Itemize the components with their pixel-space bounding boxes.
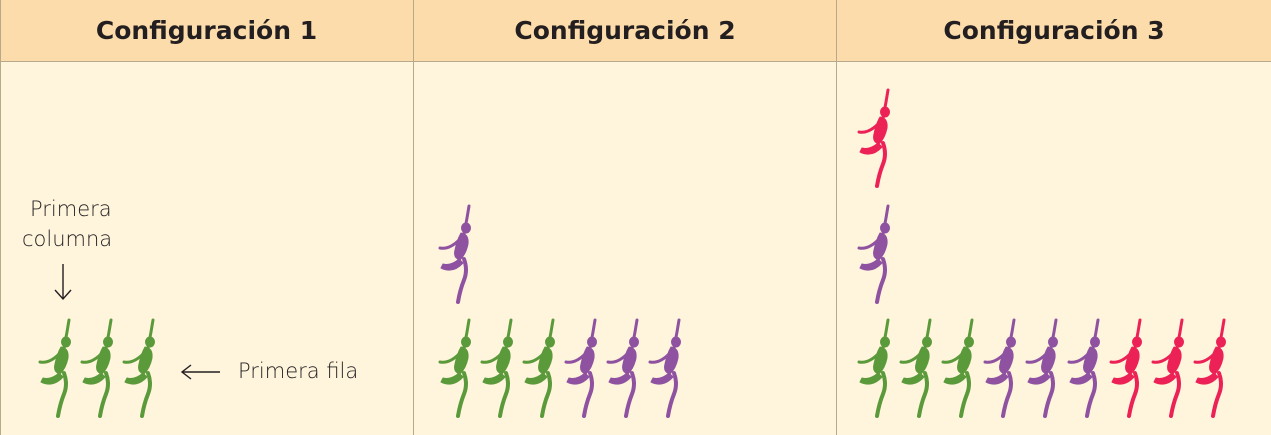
dancer-icon bbox=[857, 88, 890, 188]
dancer-icon bbox=[122, 318, 155, 418]
first-column-label-line2: columna bbox=[22, 227, 113, 251]
header-configuracion-2: Configuración 2 bbox=[414, 0, 836, 62]
cell-configuracion-1 bbox=[0, 62, 413, 435]
dancer-icon bbox=[857, 204, 890, 304]
dancer-icon bbox=[438, 204, 471, 304]
dancer-icon bbox=[606, 318, 639, 418]
dancer-icon bbox=[564, 318, 597, 418]
divider bbox=[413, 0, 414, 435]
dancer-icon bbox=[1067, 318, 1100, 418]
left-arrow-icon bbox=[180, 364, 220, 380]
header-configuracion-1: Configuración 1 bbox=[0, 0, 413, 62]
dancer-icon bbox=[438, 318, 471, 418]
first-row-label: Primera fila bbox=[238, 359, 359, 383]
first-column-label-line1: Primera bbox=[30, 197, 112, 221]
dancer-icon bbox=[38, 318, 71, 418]
dancer-icon bbox=[983, 318, 1016, 418]
down-arrow-icon bbox=[54, 264, 72, 301]
dancer-icon bbox=[1109, 318, 1142, 418]
dancer-icon bbox=[857, 318, 890, 418]
dancer-icon bbox=[1151, 318, 1184, 418]
dancer-icon bbox=[80, 318, 113, 418]
divider bbox=[0, 0, 1, 435]
dancer-icon bbox=[648, 318, 681, 418]
dancer-icon bbox=[480, 318, 513, 418]
cell-configuracion-3 bbox=[837, 62, 1271, 435]
dancer-icon bbox=[1025, 318, 1058, 418]
divider bbox=[836, 0, 837, 435]
dancer-icon bbox=[899, 318, 932, 418]
dancer-icon bbox=[522, 318, 555, 418]
dancer-icon bbox=[1193, 318, 1226, 418]
dancer-icon bbox=[941, 318, 974, 418]
header-configuracion-3: Configuración 3 bbox=[837, 0, 1271, 62]
